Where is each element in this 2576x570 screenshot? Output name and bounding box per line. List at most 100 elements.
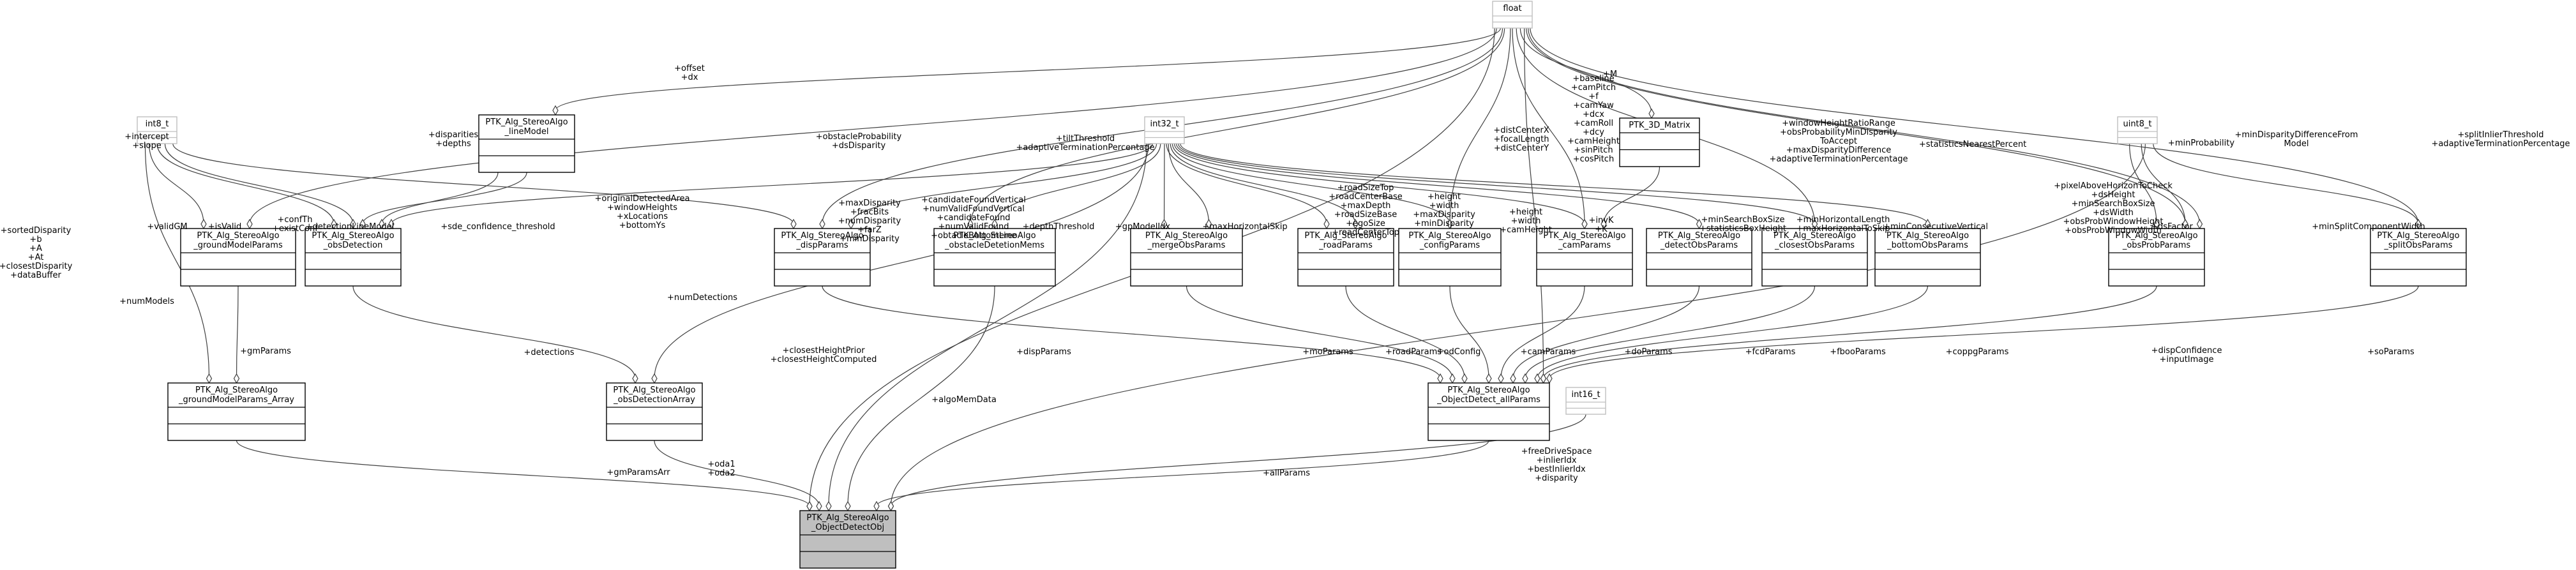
edge-label-float_lineModel: +offset+dx [674, 64, 705, 82]
edge-label-float_closestObs: +windowHeightRatioRange+obsProbabilityMi… [1769, 119, 1908, 164]
class-box-bottomObsParams[interactable]: PTK_Alg_StereoAlgo_bottomObsParams [1874, 228, 1981, 287]
edge-diamond-int32_dispParams [848, 218, 854, 230]
edge-diamond-float_groundModel [246, 218, 253, 230]
edge-lineModel_obsDetection2 [362, 172, 527, 225]
edge-uint8_splitObs [2153, 143, 2419, 225]
edge-label-line: +sortedDisparity [1, 226, 72, 236]
class-box-float[interactable]: float [1492, 1, 1533, 29]
class-box-title: PTK_Alg_StereoAlgo_obsDetectionArray [613, 386, 695, 405]
class-box-int8_t[interactable]: int8_t [137, 116, 177, 144]
edge-bottom_all [1537, 285, 1929, 379]
edge-label-line: +gmParams [240, 347, 291, 356]
edge-diamond-obsArray_obj [816, 500, 822, 512]
edge-label-line: +camHeight [1567, 137, 1620, 146]
edge-label-line: +maxDisparity [1413, 210, 1475, 220]
edge-int32_dispParams [850, 143, 1157, 225]
class-box-roadParams[interactable]: PTK_Alg_StereoAlgo_roadParams [1297, 228, 1394, 287]
class-box-int32_t[interactable]: int32_t [1144, 116, 1185, 144]
class-box-groundModelParamsArray[interactable]: PTK_Alg_StereoAlgo_groundModelParams_Arr… [167, 382, 306, 441]
edge-int32_roadParams [1166, 143, 1327, 225]
class-box-obsProbParams[interactable]: PTK_Alg_StereoAlgo_obsProbParams [2108, 228, 2205, 287]
edge-label-line: +xLocations [617, 212, 668, 221]
edge-obsDetection_array [352, 285, 636, 379]
class-box-obstacleDetetionMems[interactable]: PTK_Alg_StereoAlgo_obstacleDetetionMems [933, 228, 1056, 287]
edge-diamond-int32_bottomObs [1924, 218, 1931, 230]
edge-float_obstacleMems [970, 27, 1505, 225]
class-box-uint8_t[interactable]: uint8_t [2117, 116, 2158, 144]
edge-int32_obsDetectionArray [654, 143, 1149, 379]
class-box-frame [606, 382, 703, 441]
edge-label-line: +focalLength [1494, 135, 1549, 144]
edge-label-uint8_objectDetectObj: +dispConfidence+inputImage [2151, 346, 2222, 364]
class-box-title-line: PTK_Alg_StereoAlgo [806, 513, 889, 523]
edge-label-line: +fbooParams [1830, 347, 1886, 357]
edge-label-line: +splitInlierThreshold [2458, 130, 2544, 140]
edge-roadParams_all [1345, 285, 1465, 379]
edge-label-line: +fcdParams [1745, 347, 1796, 357]
edge-label-line: +windowHeights [607, 203, 677, 213]
class-box-groundModelParams[interactable]: PTK_Alg_StereoAlgo_groundModelParams [180, 228, 296, 287]
class-box-lineModel[interactable]: PTK_Alg_StereoAlgo_lineModel [478, 114, 575, 173]
edge-matrix_camParams [1603, 166, 1661, 225]
edge-label-int32_obstacleMems: +candidateFoundVertical+numValidFoundVer… [921, 195, 1026, 241]
class-box-obsDetection[interactable]: PTK_Alg_StereoAlgo_obsDetection [305, 228, 402, 287]
edge-label-line: +depths [435, 139, 471, 149]
edge-label-line: +dcy [1583, 128, 1604, 137]
edge-label-float_camParams: +baseline+camPitch+f+camYaw+dcx+camRoll+… [1567, 74, 1620, 164]
edge-label-line: +isValid [208, 222, 242, 232]
edge-label-float_configParams: +distCenterX+focalLength+distCenterY [1493, 126, 1549, 153]
class-box-title-line: _detectObsParams [1660, 241, 1738, 250]
edge-uint8_objectDetectObj [890, 143, 2146, 507]
edge-mergeObs_all [1186, 285, 1453, 379]
class-box-frame [2370, 228, 2467, 287]
class-box-title-line: _lineModel [504, 127, 549, 137]
class-box-dispParams[interactable]: PTK_Alg_StereoAlgo_dispParams [774, 228, 871, 287]
class-box-mergeObsParams[interactable]: PTK_Alg_StereoAlgo_mergeObsParams [1130, 228, 1243, 287]
edge-closest_all [1525, 285, 1816, 379]
class-box-title-line: PTK_Alg_StereoAlgo [1658, 231, 1740, 241]
edge-diamond-float_matrix3d [1648, 108, 1655, 119]
edge-label-line: +oda2 [707, 469, 735, 478]
edge-label-cam_all: +camParams [1521, 347, 1576, 357]
class-box-obsDetectionArray[interactable]: PTK_Alg_StereoAlgo_obsDetectionArray [606, 382, 703, 441]
class-box-objectDetectObj[interactable]: PTK_Alg_StereoAlgo_ObjectDetectObj [799, 510, 896, 569]
edge-dispParams_all [822, 285, 1441, 379]
edge-label-line: +K [1595, 225, 1608, 234]
class-box-allParams[interactable]: PTK_Alg_StereoAlgo_ObjectDetect_allParam… [1427, 382, 1550, 441]
class-box-frame [1297, 228, 1394, 287]
edge-label-uint8_obsProb2: +dsFactor [2151, 222, 2193, 232]
edge-label-line: +windowHeightRatioRange [1782, 119, 1895, 128]
edge-int32_camParams [1173, 143, 1585, 225]
edge-label-line: +validGM [147, 222, 187, 232]
class-box-title: PTK_Alg_StereoAlgo_bottomObsParams [1887, 231, 1969, 250]
class-box-frame [1398, 228, 1502, 287]
class-box-closestObsParams[interactable]: PTK_Alg_StereoAlgo_closestObsParams [1761, 228, 1868, 287]
class-box-title-line: int16_t [1571, 390, 1600, 400]
class-box-detectObsParams[interactable]: PTK_Alg_StereoAlgo_detectObsParams [1646, 228, 1752, 287]
class-box-frame [1646, 228, 1752, 287]
edge-diamond-int8_obsDetection [331, 218, 337, 230]
edge-label-line: +dsDisparity [832, 141, 886, 151]
edge-diamond-float_dispParams [819, 218, 825, 230]
class-box-matrix3d[interactable]: PTK_3D_Matrix [1619, 117, 1700, 167]
edge-label-line: +farZ [857, 225, 882, 235]
edge-label-line: +egoSize [1346, 219, 1385, 229]
edge-diamond-roadParams_all [1461, 373, 1468, 384]
class-box-title: PTK_Alg_StereoAlgo_obstacleDetetionMems [944, 231, 1044, 250]
edge-label-line: +width [1429, 201, 1459, 211]
edge-diamond-int8_groundModelArray [206, 373, 213, 384]
edge-label-line: +roadParams [1385, 347, 1442, 357]
edge-label-float_obstacleMems: +tiltThreshold+adaptiveTerminationPercen… [1016, 134, 1154, 153]
class-box-configParams[interactable]: PTK_Alg_StereoAlgo_configParams [1398, 228, 1502, 287]
class-box-int16_t[interactable]: int16_t [1565, 387, 1606, 415]
class-box-frame [180, 228, 296, 287]
edge-label-split_all: +soParams [2367, 347, 2414, 357]
class-box-splitObsParams[interactable]: PTK_Alg_StereoAlgo_splitObsParams [2370, 228, 2467, 287]
edge-obsArray_obj [654, 440, 820, 507]
edge-label-int32_bottomObs: +minConsecutiveVertical [1883, 222, 1988, 232]
edges-layer [144, 27, 2422, 512]
edge-diamond-float_lineModel [552, 105, 559, 116]
class-box-camParams[interactable]: PTK_Alg_StereoAlgo_camParams [1536, 228, 1633, 287]
edge-label-float_allParams: +statisticsNearestPercent [1919, 140, 2026, 149]
class-box-frame [799, 510, 896, 569]
